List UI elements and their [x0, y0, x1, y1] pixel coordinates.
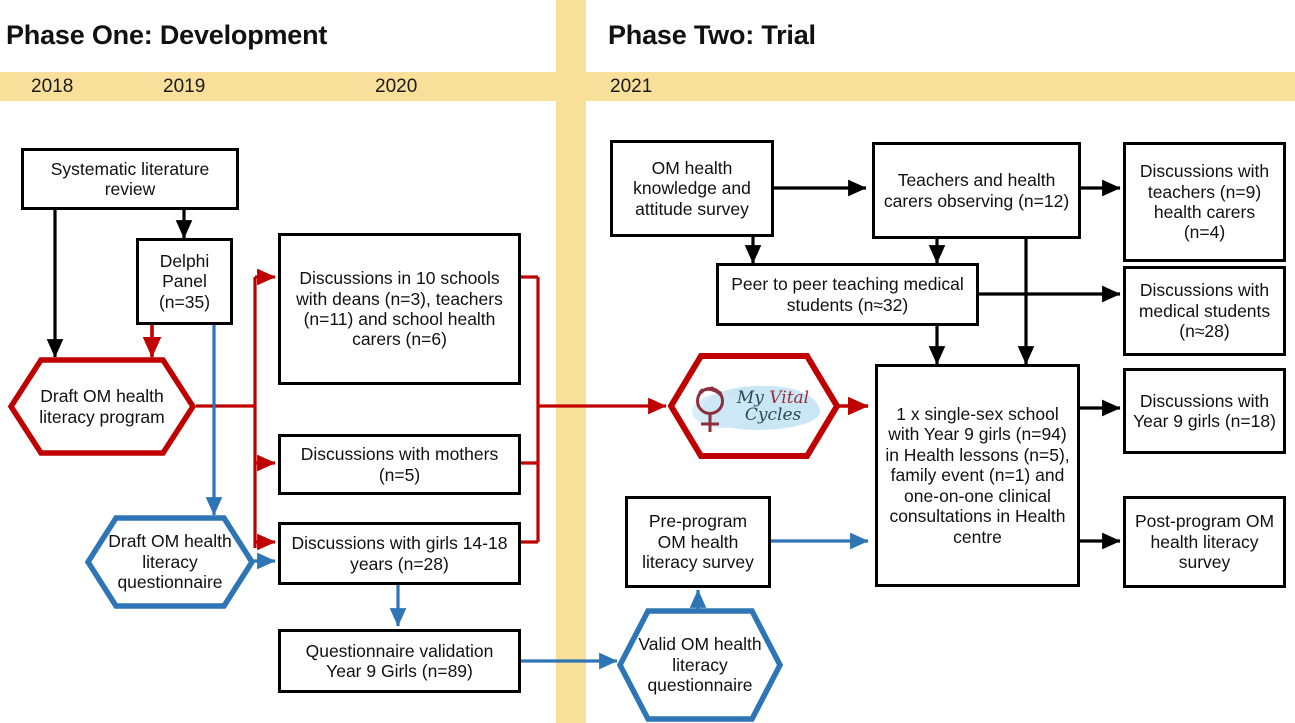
node-delphi-panel[interactable]: Delphi Panel (n=35)	[136, 238, 233, 325]
node-questionnaire-validation[interactable]: Questionnaire validation Year 9 Girls (n…	[278, 629, 521, 693]
node-label: Draft OM health literacy questionnaire	[108, 531, 232, 593]
timeline-band-horizontal	[0, 72, 1295, 101]
year-label-2018: 2018	[31, 76, 74, 97]
node-label: Discussions with teachers (n=9) health c…	[1139, 161, 1270, 243]
phase-one-title: Phase One: Development	[6, 20, 328, 50]
node-label: Systematic literature review	[50, 158, 210, 199]
hexagon-shape	[8, 357, 196, 456]
node-label: Discussions with girls 14-18 years (n=28…	[291, 533, 508, 574]
node-label: Delphi Panel (n=35)	[158, 250, 211, 312]
hexagon-shape	[85, 515, 255, 609]
node-valid-om-health-literacy-questionnaire[interactable]: Valid OM health literacy questionnaire	[617, 607, 783, 723]
year-label-2021: 2021	[610, 76, 653, 97]
node-single-sex-school-trial[interactable]: 1 x single-sex school with Year 9 girls …	[875, 364, 1080, 587]
logo-word-cycles: Cycles	[744, 405, 802, 425]
node-label: Discussions in 10 schools with deans (n=…	[296, 268, 503, 350]
logo-word-my: My	[736, 388, 770, 408]
node-discussions-with-girls[interactable]: Discussions with girls 14-18 years (n=28…	[278, 522, 521, 585]
year-label-2019: 2019	[163, 76, 206, 97]
node-draft-om-health-literacy-program[interactable]: Draft OM health literacy program	[8, 357, 196, 456]
node-discussions-with-teachers-health-carers[interactable]: Discussions with teachers (n=9) health c…	[1123, 142, 1286, 262]
node-draft-om-health-literacy-questionnaire[interactable]: Draft OM health literacy questionnaire	[85, 515, 255, 609]
logo-wordmark: My Vital Cycles	[701, 390, 809, 424]
year-label-2020: 2020	[375, 76, 418, 97]
node-label: Post-program OM health literacy survey	[1134, 511, 1275, 573]
node-systematic-literature-review[interactable]: Systematic literature review	[21, 148, 239, 210]
logo-word-vital: Vital	[769, 388, 810, 408]
node-discussions-with-medical-students[interactable]: Discussions with medical students (n≈28)	[1123, 266, 1286, 356]
node-pre-program-om-health-literacy-survey[interactable]: Pre-program OM health literacy survey	[625, 496, 771, 588]
node-label: Questionnaire validation Year 9 Girls (n…	[305, 640, 494, 681]
node-label: Pre-program OM health literacy survey	[642, 511, 754, 573]
node-label: OM health knowledge and attitude survey	[633, 157, 751, 219]
node-label: Valid OM health literacy questionnaire	[638, 634, 762, 696]
phase-two-title: Phase Two: Trial	[608, 20, 816, 50]
node-om-health-knowledge-attitude-survey[interactable]: OM health knowledge and attitude survey	[610, 140, 774, 237]
node-discussions-with-year9-girls[interactable]: Discussions with Year 9 girls (n=18)	[1123, 368, 1286, 454]
venus-symbol-icon	[696, 386, 724, 432]
node-discussions-with-mothers[interactable]: Discussions with mothers (n=5)	[278, 434, 521, 495]
node-my-vital-cycles-logo-hexagon[interactable]: My Vital Cycles	[668, 352, 840, 460]
node-post-program-om-health-literacy-survey[interactable]: Post-program OM health literacy survey	[1123, 496, 1286, 588]
node-teachers-and-health-carers-observing[interactable]: Teachers and health carers observing (n=…	[872, 142, 1081, 239]
node-peer-to-peer-teaching[interactable]: Peer to peer teaching medical students (…	[716, 263, 979, 326]
node-label: Discussions with medical students (n≈28)	[1138, 280, 1271, 342]
node-label: Discussions with Year 9 girls (n=18)	[1133, 390, 1276, 431]
phase-divider-band-vertical	[556, 0, 586, 723]
node-label: Draft OM health literacy program	[39, 386, 165, 427]
node-label: Peer to peer teaching medical students (…	[731, 274, 964, 315]
hexagon-shape	[617, 608, 783, 722]
node-discussions-in-10-schools[interactable]: Discussions in 10 schools with deans (n=…	[278, 233, 521, 385]
node-label: Discussions with mothers (n=5)	[300, 444, 499, 485]
node-label: Teachers and health carers observing (n=…	[883, 170, 1070, 211]
my-vital-cycles-logo: My Vital Cycles	[684, 378, 826, 436]
node-label: 1 x single-sex school with Year 9 girls …	[885, 403, 1070, 547]
